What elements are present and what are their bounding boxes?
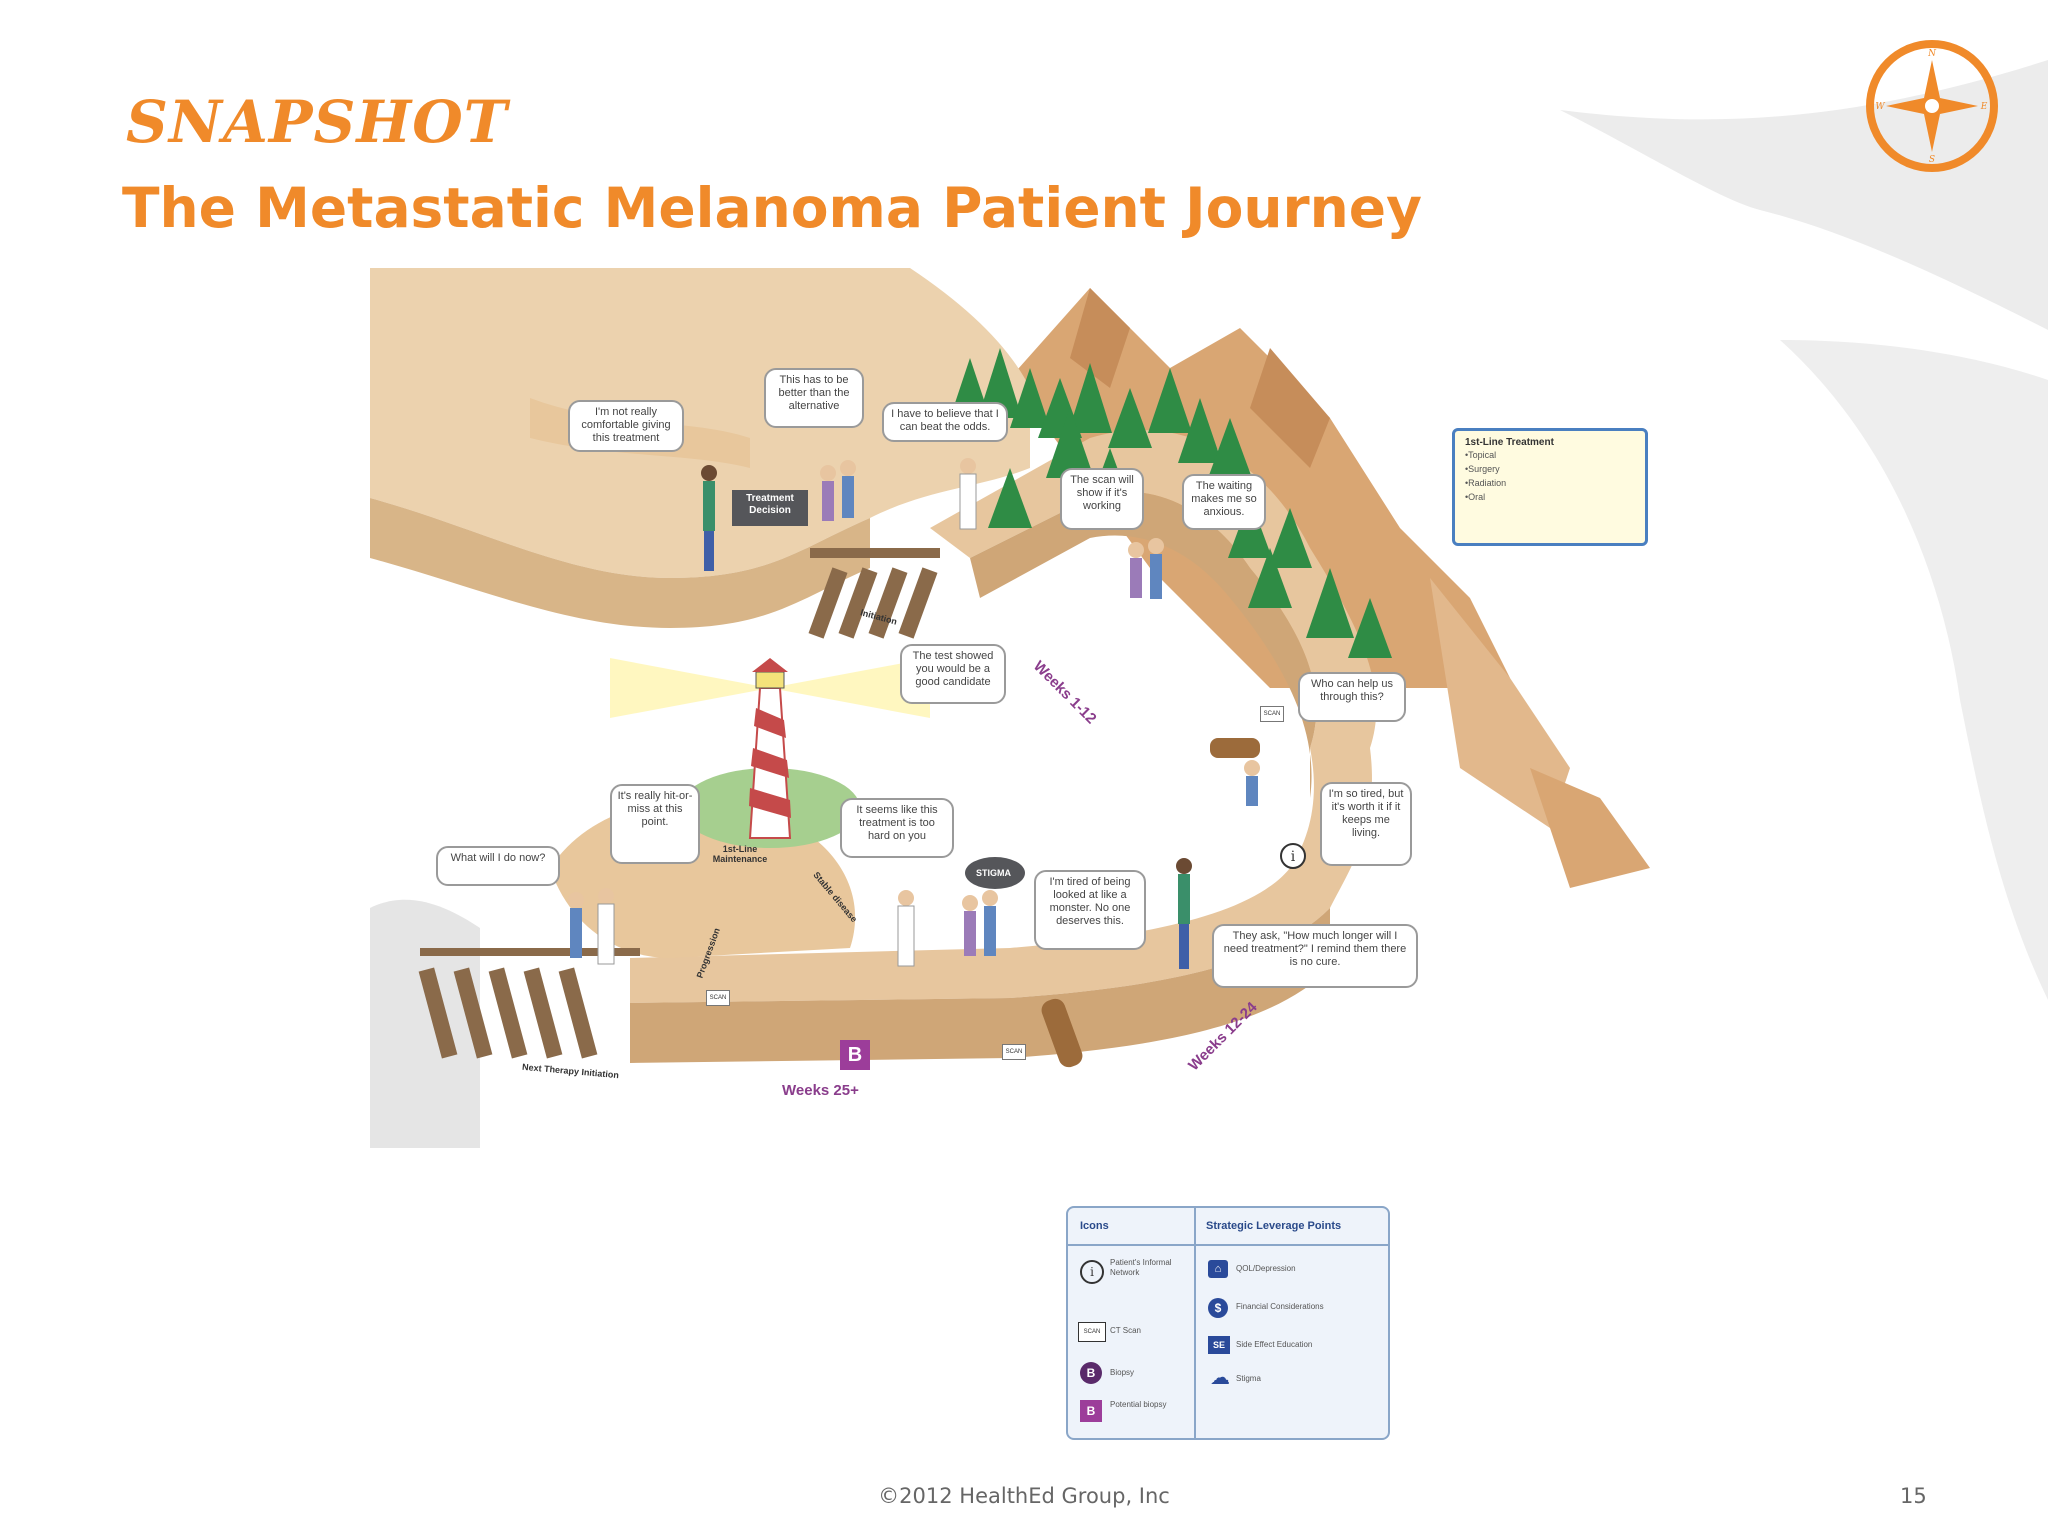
legend-label-financial: Financial Considerations (1236, 1302, 1324, 1311)
legend-label-ct-scan: CT Scan (1110, 1326, 1141, 1335)
legend-icons-header: Icons (1080, 1220, 1109, 1232)
legend-label-network: Patient's Informal Network (1110, 1258, 1172, 1277)
snapshot-kicker: SNAPSHOT (126, 88, 508, 156)
compass-north-label: N (1927, 49, 1937, 59)
side-effect-icon: SE (1208, 1336, 1230, 1354)
compass-east-label: E (1980, 102, 1988, 112)
info-icon: i (1080, 1260, 1104, 1284)
speech-bubble-so-tired: I'm so tired, but it's worth it if it ke… (1320, 782, 1412, 866)
legend-label-side-effect: Side Effect Education (1236, 1340, 1313, 1349)
legend-label-stigma: Stigma (1236, 1374, 1261, 1383)
speech-bubble-waiting: The waiting makes me so anxious. (1182, 474, 1266, 530)
speech-bubble-how-much-longer: They ask, "How much longer will I need t… (1212, 924, 1418, 988)
speech-bubble-too-hard: It seems like this treatment is too hard… (840, 798, 954, 858)
treatment-item: •Radiation (1465, 478, 1507, 488)
treatment-item: •Surgery (1465, 464, 1500, 474)
biopsy-icon: B (840, 1040, 870, 1070)
speech-bubble-scan-will-show: The scan will show if it's working (1060, 468, 1144, 530)
compass-south-label: S (1929, 155, 1935, 165)
speech-bubble-believe: I have to believe that I can beat the od… (882, 402, 1008, 442)
speech-bubble-test-showed: The test showed you would be a good cand… (900, 644, 1006, 704)
speech-bubble-hit-or-miss: It's really hit-or-miss at this point. (610, 784, 700, 864)
scan-tag-lower: SCAN (1002, 1044, 1026, 1060)
patient-journey-illustration: i I'm not really comfortable giving this… (370, 268, 1680, 1148)
speech-bubble-better-than: This has to be better than the alternati… (764, 368, 864, 428)
label-stigma: STIGMA (976, 868, 1011, 878)
legend-label-potential-biopsy: Potential biopsy (1110, 1400, 1167, 1409)
dollar-icon: $ (1208, 1298, 1228, 1318)
compass-west-label: W (1875, 102, 1885, 112)
footer-copyright: ©2012 HealthEd Group, Inc (878, 1484, 1170, 1508)
treatment-item: •Topical (1465, 450, 1497, 460)
treatment-box-title: 1st-Line Treatment (1465, 437, 1554, 448)
label-maintenance: 1st-Line Maintenance (712, 844, 768, 864)
qol-icon: ⌂ (1208, 1260, 1228, 1278)
legend-label-qol: QOL/Depression (1236, 1264, 1296, 1273)
page-number: 15 (1900, 1484, 1927, 1508)
scan-tag-left: SCAN (706, 990, 730, 1006)
page-title: The Metastatic Melanoma Patient Journey (122, 176, 1422, 240)
journey-landscape: i (370, 268, 1650, 1148)
speech-bubble-tired-looked-at: I'm tired of being looked at like a mons… (1034, 870, 1146, 950)
legend-box: Icons Strategic Leverage Points i Patien… (1066, 1206, 1390, 1440)
treatment-item: •Oral (1465, 492, 1486, 502)
path-label-weeks-25: Weeks 25+ (782, 1082, 859, 1099)
svg-text:i: i (1291, 849, 1296, 865)
legend-label-biopsy: Biopsy (1110, 1368, 1135, 1377)
first-line-treatment-box: 1st-Line Treatment •Topical •Surgery •Ra… (1452, 428, 1648, 546)
scan-icon: SCAN (1078, 1322, 1106, 1342)
stigma-cloud-icon: ☁ (1210, 1367, 1230, 1389)
speech-bubble-what-now: What will I do now? (436, 846, 560, 886)
speech-bubble-who-can-help: Who can help us through this? (1298, 672, 1406, 722)
scan-tag-upper: SCAN (1260, 706, 1284, 722)
biopsy-circle-icon: B (1080, 1362, 1102, 1384)
legend-leverage-header: Strategic Leverage Points (1206, 1220, 1342, 1232)
sign-treatment-decision: Treatment Decision (732, 490, 808, 526)
compass-icon: N S E W (1866, 40, 1998, 172)
potential-biopsy-icon: B (1080, 1400, 1102, 1422)
speech-bubble-not-comfortable: I'm not really comfortable giving this t… (568, 400, 684, 452)
